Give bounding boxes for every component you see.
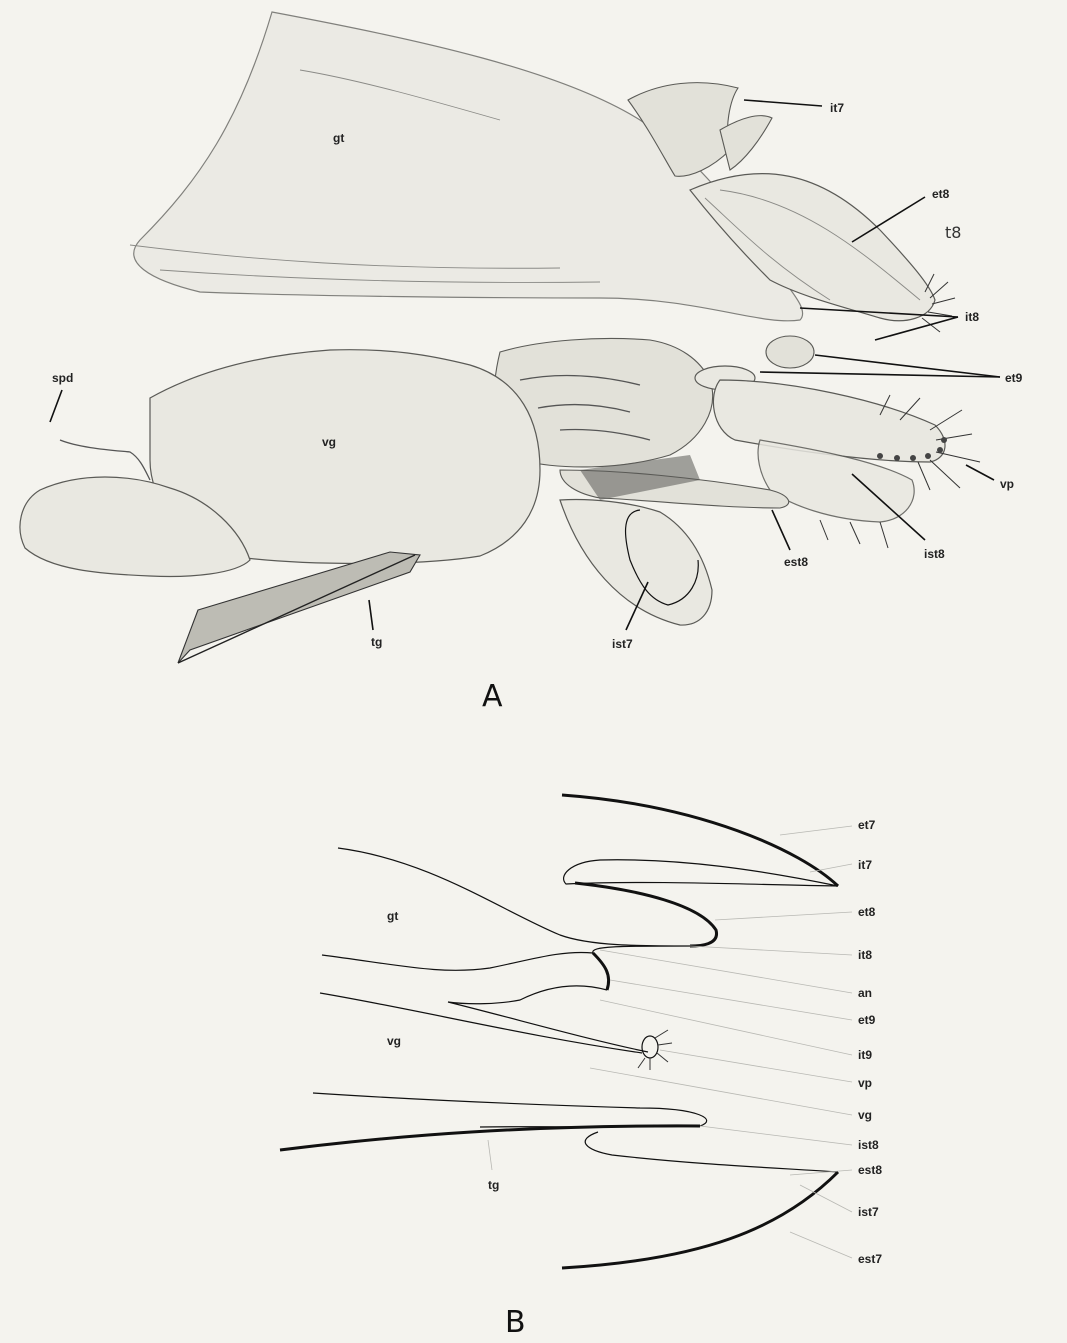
label-b-vp: vp bbox=[858, 1076, 872, 1090]
label-est8: est8 bbox=[784, 555, 808, 569]
it9-bristles bbox=[638, 1030, 672, 1070]
label-b-it9: it9 bbox=[858, 1048, 872, 1062]
label-b-est8: est8 bbox=[858, 1163, 882, 1177]
label-vg: vg bbox=[322, 435, 336, 449]
label-b-gt: gt bbox=[387, 909, 398, 923]
label-b-an: an bbox=[858, 986, 872, 1000]
label-b-et7: et7 bbox=[858, 818, 876, 832]
vg-loop bbox=[448, 986, 648, 1052]
gt-upper-line bbox=[338, 848, 690, 953]
label-b-et9: et9 bbox=[858, 1013, 876, 1027]
label-ist8: ist8 bbox=[924, 547, 945, 561]
an-line bbox=[322, 952, 593, 970]
label-et8: et8 bbox=[932, 187, 950, 201]
label-b-it7: it7 bbox=[858, 858, 872, 872]
vp-tube bbox=[713, 380, 945, 462]
est8-loop bbox=[585, 1132, 838, 1172]
ist7-lobe bbox=[560, 500, 712, 626]
et7-arc bbox=[562, 795, 838, 886]
panel-b-leaders bbox=[488, 826, 852, 1258]
label-b-it8: it8 bbox=[858, 948, 872, 962]
label-b-et8: et8 bbox=[858, 905, 876, 919]
vg-lower-line bbox=[320, 993, 642, 1053]
label-b-ist7: ist7 bbox=[858, 1205, 879, 1219]
et8-arc bbox=[575, 883, 717, 946]
panel-b-caption: B bbox=[505, 1305, 526, 1340]
panel-b-schematic bbox=[280, 795, 838, 1268]
panel-a-caption: A bbox=[482, 679, 503, 714]
label-et9: et9 bbox=[1005, 371, 1023, 385]
it9-bulb bbox=[642, 1036, 658, 1058]
label-vp: vp bbox=[1000, 477, 1014, 491]
label-b-vg: vg bbox=[387, 1034, 401, 1048]
tg-arc bbox=[280, 1126, 700, 1150]
label-it8: it8 bbox=[965, 310, 979, 324]
label-spd: spd bbox=[52, 371, 73, 385]
label-b-ist8: ist8 bbox=[858, 1138, 879, 1152]
et9-knob bbox=[766, 336, 814, 368]
label-tg: tg bbox=[371, 635, 382, 649]
label-t8: t8 bbox=[945, 223, 961, 242]
est8-bristles bbox=[820, 520, 888, 548]
it7-loop bbox=[564, 860, 838, 886]
label-it7: it7 bbox=[830, 101, 844, 115]
et9-arc bbox=[593, 953, 609, 990]
label-b-vg-right: vg bbox=[858, 1108, 872, 1122]
label-b-tg: tg bbox=[488, 1178, 499, 1192]
est7-arc bbox=[562, 1172, 838, 1268]
label-gt: gt bbox=[333, 131, 344, 145]
spd-duct bbox=[60, 440, 150, 480]
ist8-loop bbox=[313, 1093, 707, 1127]
label-b-est7: est7 bbox=[858, 1252, 882, 1266]
label-ist7: ist7 bbox=[612, 637, 633, 651]
